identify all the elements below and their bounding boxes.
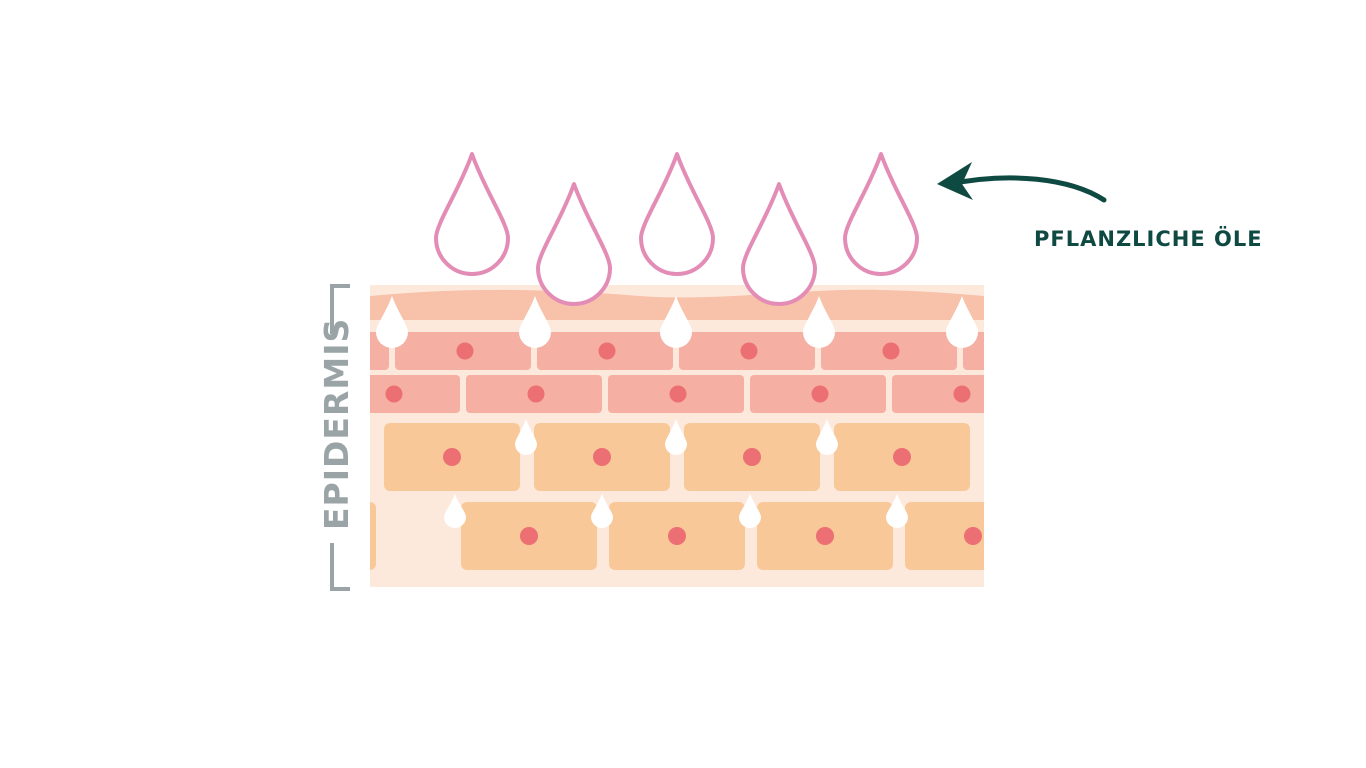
cell-nucleus <box>669 385 687 403</box>
absorbed-drop-icon <box>515 419 537 455</box>
skin-cell <box>370 375 460 413</box>
oil-drop-icon <box>639 152 715 276</box>
absorbed-drop-icon <box>886 494 908 528</box>
absorbed-drop-icon <box>665 419 687 455</box>
cell-nucleus <box>893 448 911 466</box>
absorbed-drop-icon <box>739 494 761 528</box>
absorbed-drop-icon <box>444 494 466 528</box>
cell-nucleus <box>743 448 761 466</box>
cell-nucleus <box>456 342 474 360</box>
absorbed-drops <box>376 296 978 528</box>
oil-drop-icon <box>434 152 510 276</box>
oil-drop-icon <box>843 152 919 276</box>
skin-cell <box>905 502 984 570</box>
cell-nucleus <box>816 527 834 545</box>
cell-nucleus <box>520 527 538 545</box>
oil-drops <box>434 152 919 306</box>
epidermis-label: EPIDERMIS <box>317 318 356 530</box>
skin-cell <box>892 375 984 413</box>
absorbed-drop-icon <box>946 296 978 348</box>
cell-nucleus <box>527 385 545 403</box>
oil-drop-icon <box>536 182 612 306</box>
lower-cell-layer <box>299 423 984 570</box>
curved-arrow-icon <box>937 162 1107 203</box>
cell-nucleus <box>953 385 971 403</box>
oil-callout-label: PFLANZLICHE ÖLE <box>1034 226 1263 251</box>
skin-cross-section <box>299 285 1042 587</box>
absorbed-drop-icon <box>591 494 613 528</box>
absorbed-drop-icon <box>803 296 835 348</box>
cell-nucleus <box>385 385 403 403</box>
epidermis-bracket <box>330 284 350 591</box>
cell-nucleus <box>1025 343 1042 360</box>
oil-drop-icon <box>741 182 817 306</box>
absorbed-drop-icon <box>376 296 408 348</box>
cell-nucleus <box>740 342 758 360</box>
cell-nucleus <box>668 527 686 545</box>
absorbed-drop-icon <box>660 296 692 348</box>
skin-cell <box>963 332 984 370</box>
cell-nucleus <box>443 448 461 466</box>
absorbed-drop-icon <box>816 419 838 455</box>
cell-nucleus <box>593 448 611 466</box>
cell-nucleus <box>882 342 900 360</box>
cell-nucleus <box>598 342 616 360</box>
skin-cell <box>370 502 376 570</box>
absorbed-drop-icon <box>519 296 551 348</box>
cell-nucleus <box>299 527 317 545</box>
cell-nucleus <box>964 527 982 545</box>
upper-cell-layer <box>370 332 1042 413</box>
cell-nucleus <box>811 385 829 403</box>
